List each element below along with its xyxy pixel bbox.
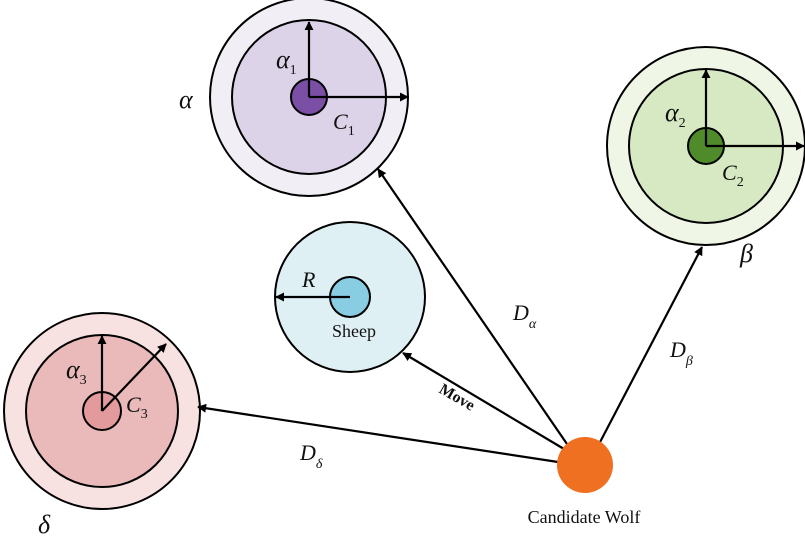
C3-vector bbox=[101, 343, 167, 412]
D-delta-arrow bbox=[197, 403, 559, 464]
candidate-wolf-group: Dα Dβ Dδ Move Candidate Wolf bbox=[197, 168, 703, 527]
D-beta-arrow bbox=[597, 246, 703, 447]
beta-label: β bbox=[739, 239, 753, 268]
D-delta-label: Dδ bbox=[299, 440, 323, 472]
candidate-wolf-dot bbox=[557, 437, 613, 493]
alpha-wolf-group: α α1 C1 bbox=[179, 0, 409, 197]
alpha3-label: α3 bbox=[66, 355, 87, 388]
candidate-wolf-label: Candidate Wolf bbox=[528, 507, 641, 527]
sheep-label: Sheep bbox=[332, 321, 376, 341]
C3-label: C3 bbox=[126, 392, 148, 422]
delta-wolf-group: δ α3 C3 bbox=[3, 312, 201, 536]
alpha2-label: α2 bbox=[665, 98, 686, 131]
D-beta-label: Dβ bbox=[669, 337, 693, 369]
D-alpha-arrow bbox=[377, 168, 579, 461]
C2-label: C2 bbox=[722, 160, 744, 190]
delta-label: δ bbox=[38, 510, 51, 536]
move-arrow bbox=[402, 352, 565, 450]
alpha1-label: α1 bbox=[276, 45, 297, 78]
C1-label: C1 bbox=[333, 109, 355, 139]
R-label: R bbox=[301, 267, 316, 292]
D-alpha-label: Dα bbox=[512, 300, 537, 332]
sheep-group: R Sheep bbox=[274, 221, 426, 373]
beta-wolf-group: β α2 C2 bbox=[606, 46, 805, 268]
alpha-label: α bbox=[179, 85, 194, 114]
